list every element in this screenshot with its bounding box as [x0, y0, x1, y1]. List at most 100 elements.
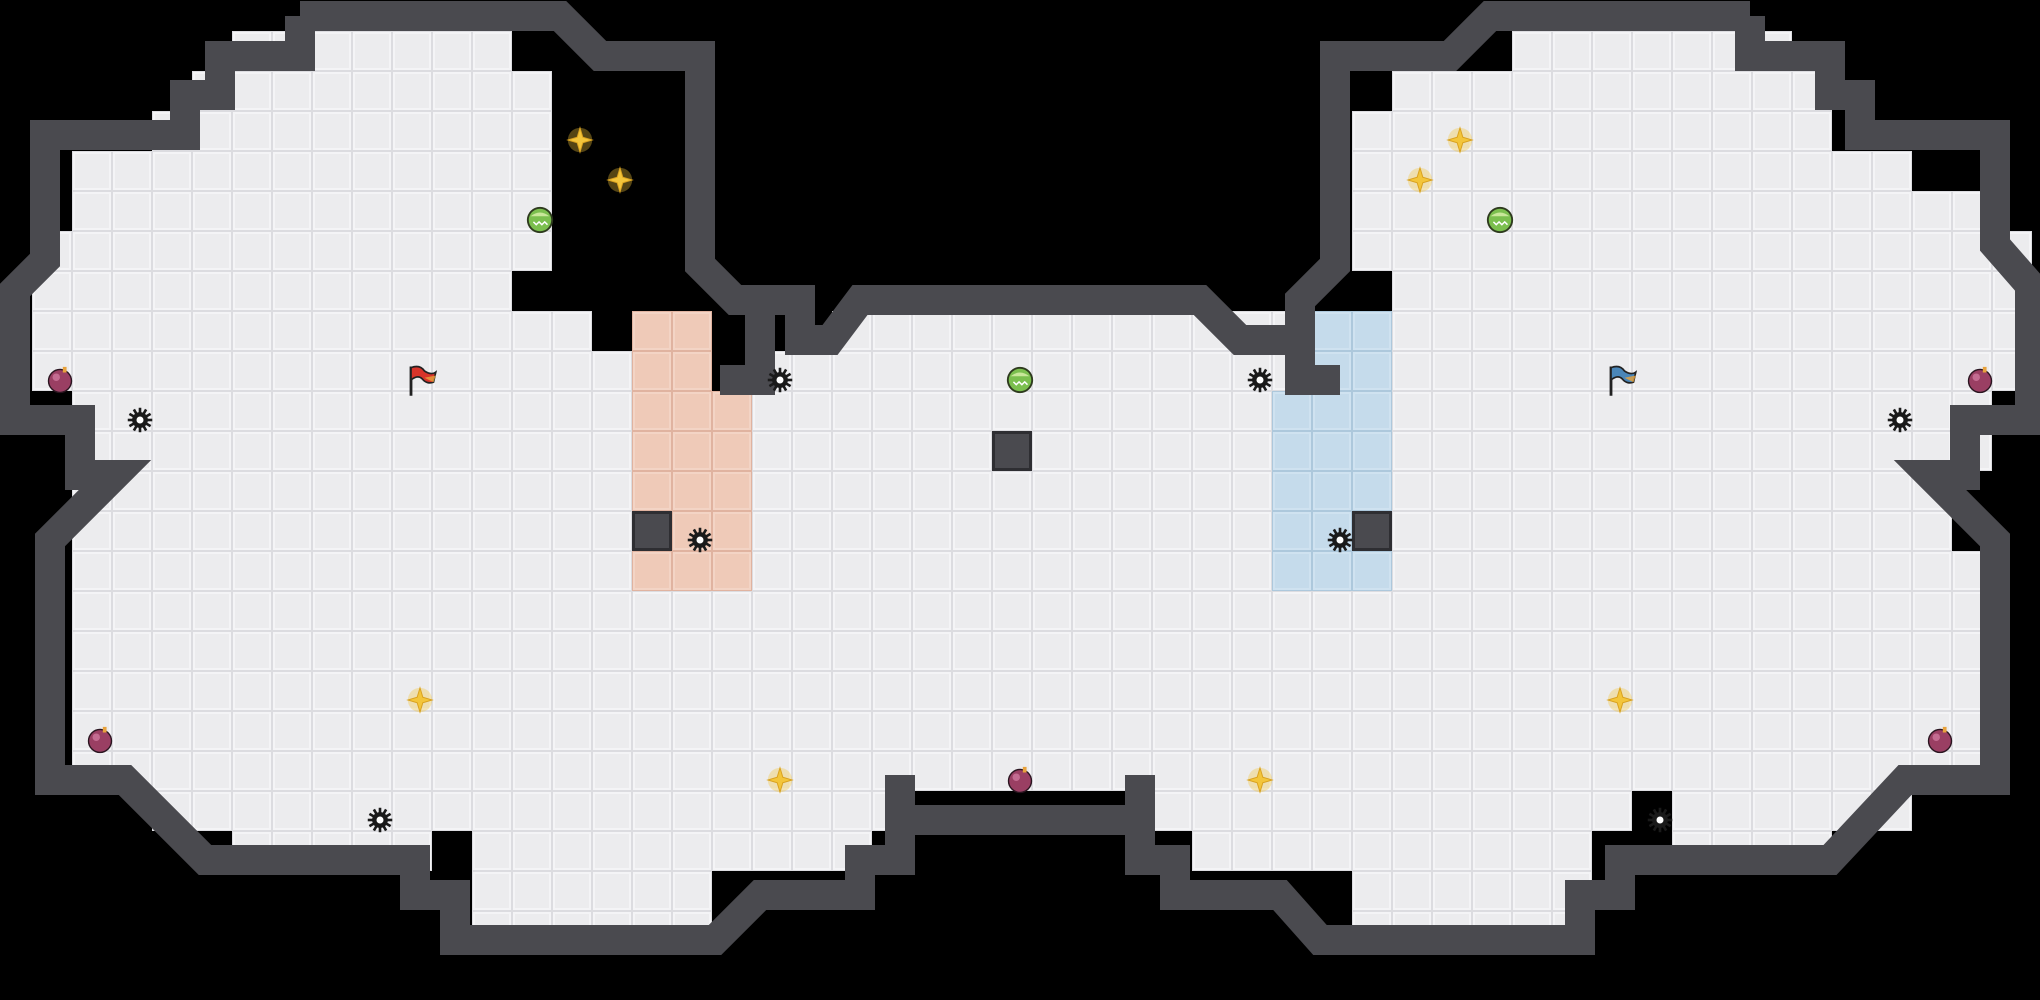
floor-tile — [272, 671, 312, 711]
floor-tile — [1552, 151, 1592, 191]
blue-zone-tile — [1272, 471, 1312, 511]
floor-tile — [1432, 711, 1472, 751]
floor-tile — [1792, 671, 1832, 711]
floor-tile — [512, 351, 552, 391]
floor-tile — [1432, 391, 1472, 431]
floor-tile — [472, 471, 512, 511]
floor-tile — [1752, 111, 1792, 151]
floor-tile — [192, 431, 232, 471]
floor-tile — [152, 151, 192, 191]
spike-icon — [1320, 520, 1360, 560]
spike-icon — [680, 520, 720, 560]
floor-tile — [312, 191, 352, 231]
floor-tile — [1472, 631, 1512, 671]
floor-tile — [1712, 311, 1752, 351]
floor-tile — [1592, 111, 1632, 151]
floor-tile — [1752, 151, 1792, 191]
floor-tile — [1632, 671, 1672, 711]
floor-tile — [472, 591, 512, 631]
floor-tile — [472, 191, 512, 231]
floor-tile — [272, 311, 312, 351]
floor-tile — [312, 671, 352, 711]
floor-tile — [72, 271, 112, 311]
floor-tile — [1552, 271, 1592, 311]
floor-tile — [1872, 471, 1912, 511]
red-zone-tile — [672, 351, 712, 391]
floor-tile — [512, 511, 552, 551]
floor-tile — [1672, 591, 1712, 631]
floor-tile — [1192, 751, 1232, 791]
blue-zone-tile — [1352, 311, 1392, 351]
floor-tile — [1072, 671, 1112, 711]
floor-tile — [832, 751, 872, 791]
red-zone-tile — [712, 551, 752, 591]
floor-tile — [832, 511, 872, 551]
floor-tile — [1832, 711, 1872, 751]
floor-tile — [1632, 151, 1672, 191]
floor-tile — [1832, 551, 1872, 591]
floor-tile — [792, 631, 832, 671]
floor-tile — [592, 431, 632, 471]
floor-tile — [872, 511, 912, 551]
boost-icon — [760, 760, 800, 800]
floor-tile — [1632, 551, 1672, 591]
floor-tile — [512, 551, 552, 591]
floor-tile — [112, 511, 152, 551]
floor-tile — [112, 551, 152, 591]
floor-tile — [752, 831, 792, 871]
floor-tile — [792, 591, 832, 631]
floor-tile — [112, 591, 152, 631]
floor-tile — [1512, 391, 1552, 431]
floor-tile — [352, 711, 392, 751]
floor-tile — [392, 391, 432, 431]
floor-tile — [392, 631, 432, 671]
red-zone-tile — [672, 391, 712, 431]
floor-tile — [1752, 391, 1792, 431]
floor-tile — [1832, 311, 1872, 351]
floor-tile — [312, 631, 352, 671]
floor-tile — [432, 191, 472, 231]
floor-tile — [872, 591, 912, 631]
floor-tile — [312, 591, 352, 631]
floor-tile — [1472, 551, 1512, 591]
floor-tile — [592, 871, 632, 911]
floor-tile — [1592, 231, 1632, 271]
floor-tile — [472, 751, 512, 791]
center-bottom-wall — [885, 775, 1155, 835]
floor-tile — [432, 71, 472, 111]
red-flag-icon — [400, 360, 440, 400]
floor-tile — [312, 111, 352, 151]
floor-tile — [1592, 591, 1632, 631]
floor-tile — [992, 631, 1032, 671]
floor-tile — [1512, 711, 1552, 751]
floor-tile — [992, 591, 1032, 631]
floor-tile — [1792, 431, 1832, 471]
floor-tile — [712, 671, 752, 711]
floor-tile — [1192, 471, 1232, 511]
floor-tile — [192, 551, 232, 591]
floor-tile — [432, 711, 472, 751]
floor-tile — [912, 511, 952, 551]
floor-tile — [1152, 791, 1192, 831]
floor-tile — [1392, 431, 1432, 471]
floor-tile — [432, 551, 472, 591]
floor-tile — [1752, 191, 1792, 231]
blue-zone-tile — [1312, 431, 1352, 471]
floor-tile — [1512, 271, 1552, 311]
floor-tile — [312, 351, 352, 391]
wall-block — [992, 431, 1032, 471]
floor-tile — [152, 511, 192, 551]
floor-tile — [1512, 791, 1552, 831]
floor-tile — [1832, 191, 1872, 231]
floor-tile — [992, 511, 1032, 551]
floor-tile — [1072, 711, 1112, 751]
floor-tile — [1432, 351, 1472, 391]
floor-tile — [472, 711, 512, 751]
floor-tile — [792, 511, 832, 551]
floor-tile — [1792, 351, 1832, 391]
floor-tile — [192, 151, 232, 191]
blue-zone-tile — [1312, 551, 1352, 591]
floor-tile — [1432, 191, 1472, 231]
floor-tile — [1432, 631, 1472, 671]
